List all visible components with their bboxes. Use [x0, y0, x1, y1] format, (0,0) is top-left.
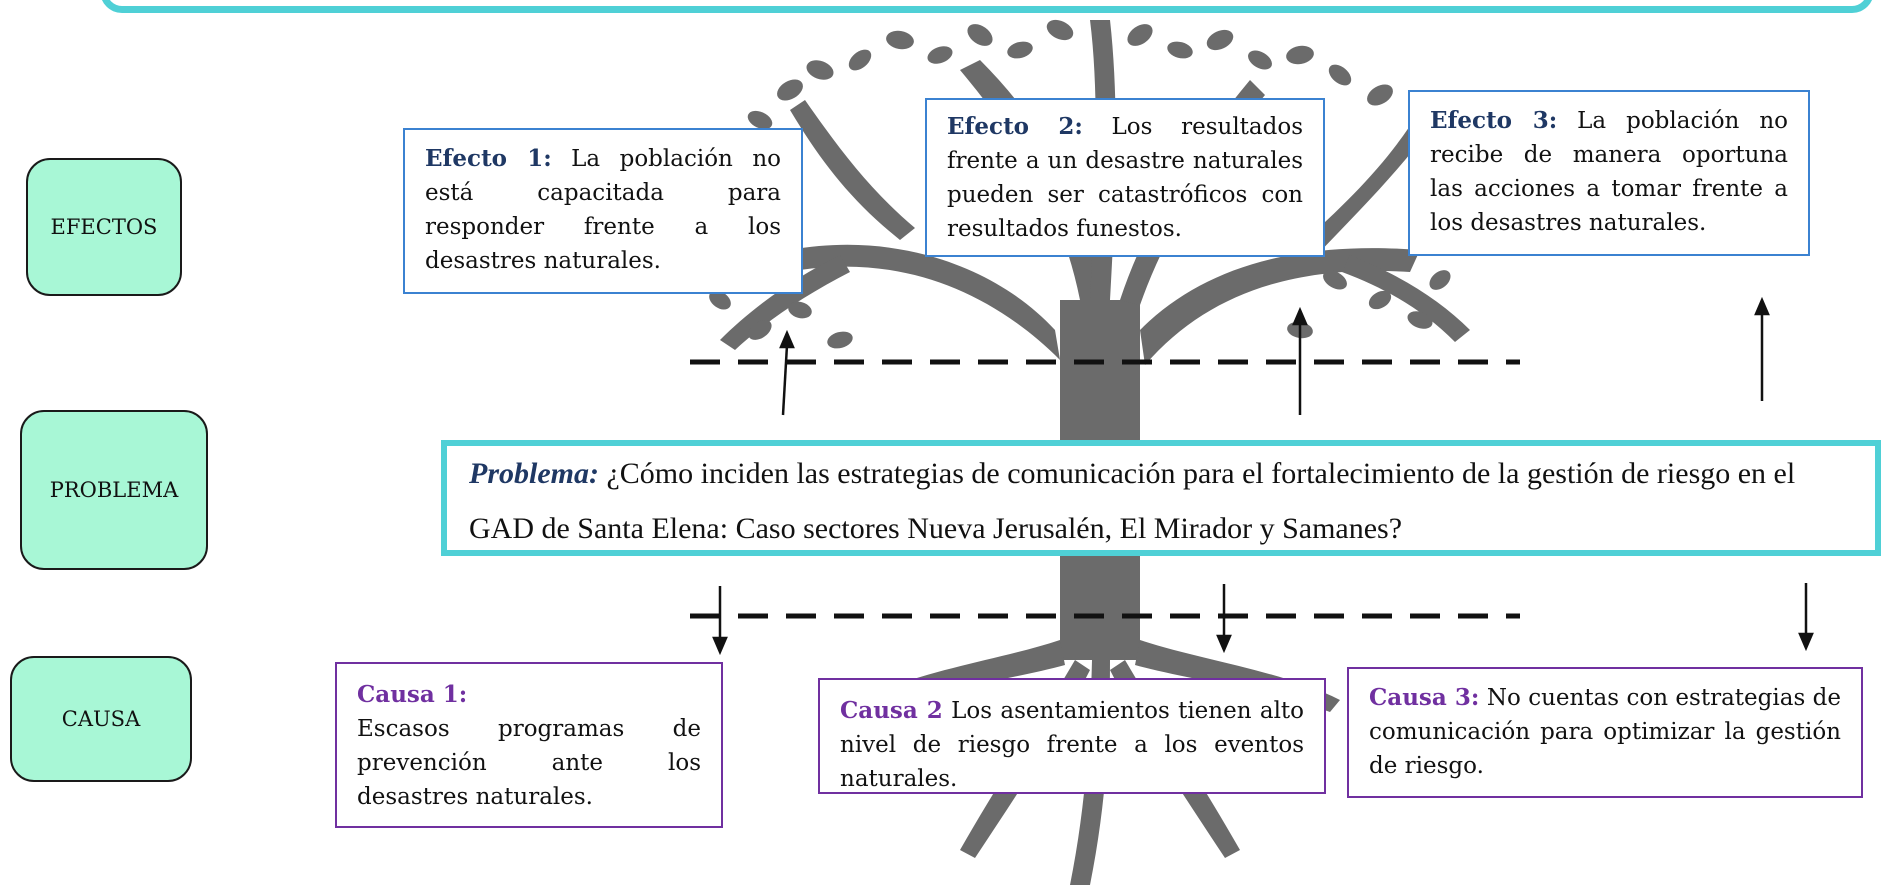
cause-3-key: Causa 3:	[1369, 684, 1480, 711]
arrow-down-cause-1	[712, 586, 728, 656]
cause-box-3: Causa 3: No cuentas con estrategias de c…	[1347, 667, 1863, 798]
cause-2-key: Causa 2	[840, 697, 943, 724]
arrow-up-effect-3	[1754, 296, 1770, 401]
cause-1-text: Escasos programas de prevención ante los…	[357, 716, 701, 810]
arrow-down-cause-3	[1798, 583, 1814, 652]
effect-3-key: Efecto 3:	[1430, 107, 1558, 134]
tree-leaves	[709, 19, 1451, 349]
cause-box-2: Causa 2 Los asentamientos tienen alto ni…	[818, 678, 1326, 794]
effect-box-1: Efecto 1: La población no está capacitad…	[403, 128, 803, 294]
cause-1-key: Causa 1:	[357, 681, 468, 708]
cause-box-1: Causa 1: Escasos programas de prevención…	[335, 662, 723, 828]
problem-text: ¿Cómo inciden las estrategias de comunic…	[469, 457, 1796, 545]
arrow-up-effect-1	[779, 329, 795, 416]
label-causa: CAUSA	[10, 656, 192, 782]
effect-3-text: La población no recibe de manera oportun…	[1430, 108, 1788, 236]
effect-1-text: La población no está capacitada para res…	[425, 146, 781, 274]
problem-key: Problema:	[469, 457, 599, 490]
effect-2-key: Efecto 2:	[947, 113, 1083, 140]
cause-3-text: No cuentas con estrategias de comunicaci…	[1369, 685, 1841, 779]
effect-2-text: Los resultados frente a un desastre natu…	[947, 114, 1304, 242]
arrow-up-effect-2	[1292, 306, 1308, 415]
label-problema: PROBLEMA	[20, 410, 208, 570]
problem-box: Problema: ¿Cómo inciden las estrategias …	[441, 440, 1881, 556]
arrows	[712, 296, 1814, 656]
label-efectos: EFECTOS	[26, 158, 182, 296]
tree-trunk	[720, 20, 1470, 660]
effect-1-key: Efecto 1:	[425, 145, 552, 172]
effect-box-2: Efecto 2: Los resultados frente a un des…	[925, 98, 1325, 257]
arrow-down-cause-2	[1216, 584, 1232, 654]
effect-box-3: Efecto 3: La población no recibe de mane…	[1408, 90, 1810, 256]
cause-2-text: Los asentamientos tienen alto nivel de r…	[840, 698, 1305, 792]
